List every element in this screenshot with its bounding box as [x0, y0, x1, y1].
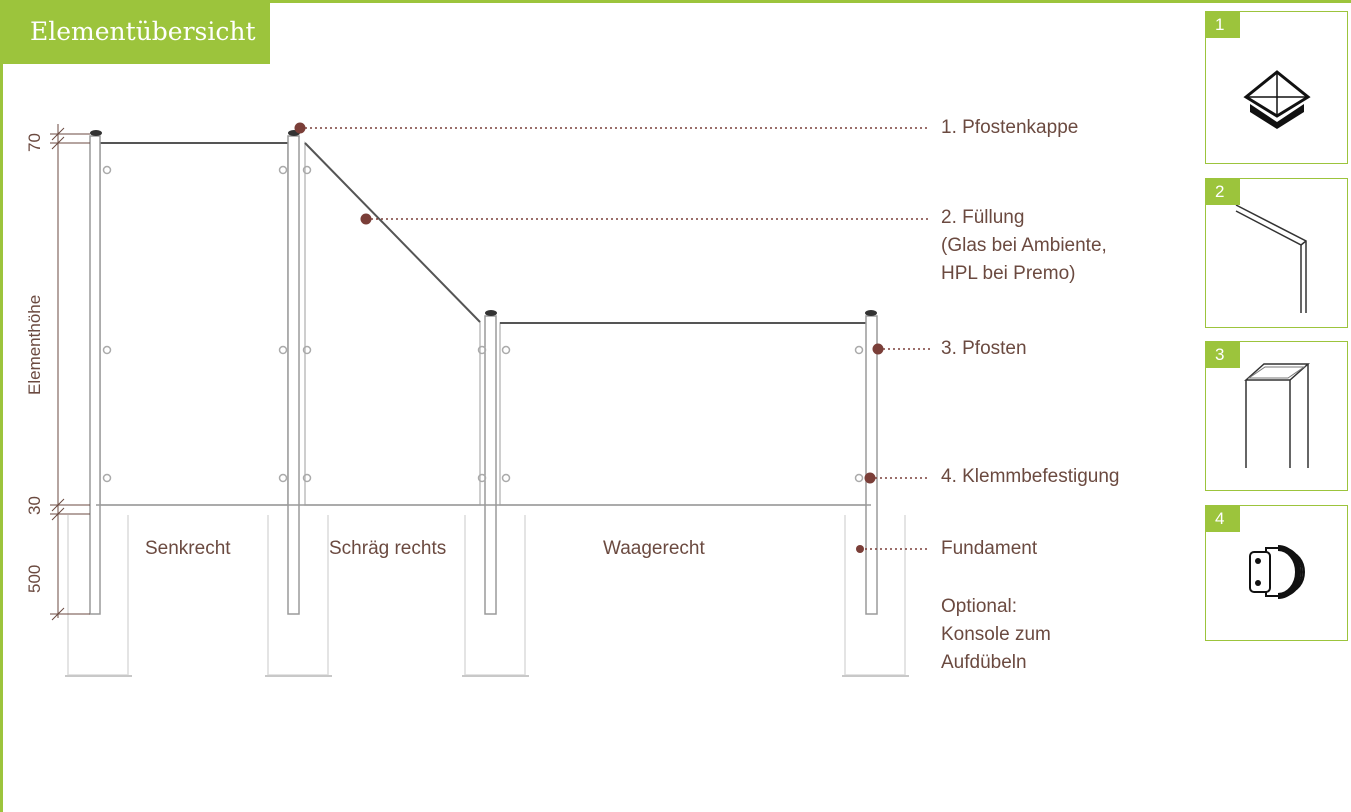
legend-number-4: 4 [1206, 506, 1240, 532]
label-clamp: 4. Klemmbefestigung [941, 466, 1120, 487]
dim-element-height-label: Elementhöhe [25, 294, 44, 395]
label-fill-line2: (Glas bei Ambiente, [941, 235, 1107, 256]
legend-box-4: 4 [1205, 505, 1348, 641]
section-senkrecht: Senkrecht [145, 538, 231, 559]
post-caps [90, 130, 877, 316]
panel-icon [1235, 204, 1307, 313]
page-title: Elementübersicht [0, 0, 270, 64]
posts [89, 135, 878, 615]
dim-30-label: 30 [25, 496, 44, 515]
legend-box-3: 3 [1205, 341, 1348, 491]
leader-markers [294, 122, 884, 553]
label-fill-line1: 2. Füllung [941, 207, 1025, 228]
panel-top-edges [100, 142, 868, 324]
legend-box-2: 2 [1205, 178, 1348, 328]
label-foundation: Fundament [941, 538, 1038, 559]
label-post: 3. Pfosten [941, 338, 1027, 359]
legend-number-2: 2 [1206, 179, 1240, 205]
legend-number-1: 1 [1206, 12, 1240, 38]
post-cap-icon [1243, 70, 1311, 129]
dim-500-label: 500 [25, 564, 44, 593]
post-icon [1244, 363, 1310, 468]
legend-number-3: 3 [1206, 342, 1240, 368]
label-optional-line3: Aufdübeln [941, 652, 1027, 673]
clamp-icon [1249, 545, 1305, 599]
section-schraeg-rechts: Schräg rechts [329, 538, 447, 559]
section-waagerecht: Waagerecht [603, 538, 705, 559]
dim-70-label: 70 [25, 133, 44, 152]
dimension-lines [50, 124, 90, 621]
leader-lines [300, 127, 930, 550]
label-optional-line2: Konsole zum [941, 624, 1051, 645]
clamps [102, 165, 864, 483]
label-optional-line1: Optional: [941, 596, 1018, 617]
label-post-cap: 1. Pfostenkappe [941, 117, 1079, 138]
legend-box-1: 1 [1205, 11, 1348, 164]
label-fill-line3: HPL bei Premo) [941, 263, 1076, 284]
